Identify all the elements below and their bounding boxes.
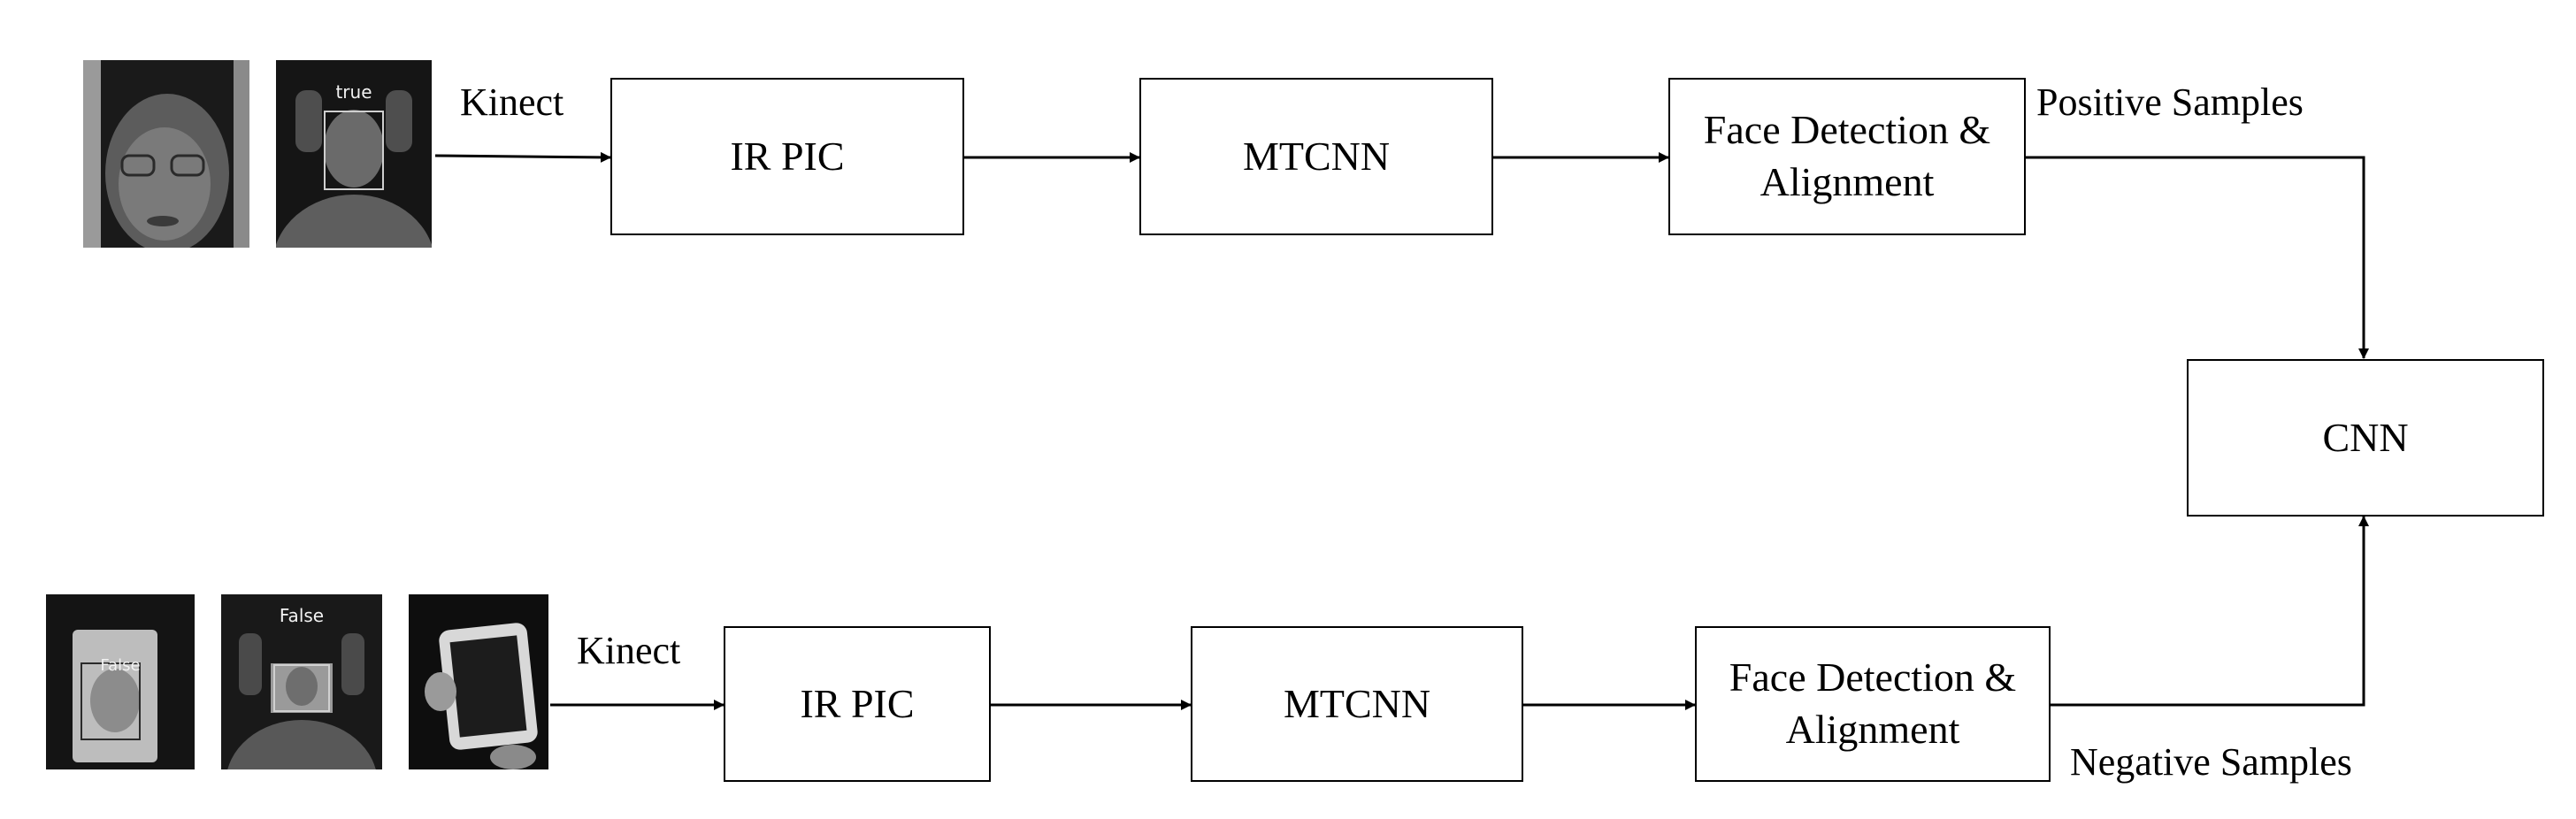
arrow-top-facedet-to-cnn — [2026, 156, 2369, 359]
top-face-detection-box: Face Detection & Alignment — [1668, 78, 2026, 235]
bottom-face-detection-box: Face Detection & Alignment — [1695, 626, 2051, 782]
positive-samples-label: Positive Samples — [2036, 80, 2304, 124]
top-ir-pic-box: IR PIC — [610, 78, 964, 235]
cnn-box: CNN — [2187, 359, 2544, 517]
negative-samples-label: Negative Samples — [2070, 740, 2352, 784]
tablet-screen-spoof-thumbnail — [409, 594, 548, 769]
held-photo-spoof-thumbnail: False — [221, 594, 382, 769]
top-kinect-label: Kinect — [460, 80, 564, 124]
arrow-bottom-facedet-to-cnn — [2051, 516, 2369, 707]
bottom-mtcnn-box: MTCNN — [1191, 626, 1523, 782]
arrow-top-kinect-to-irpic — [434, 151, 611, 163]
ir-face-closeup-thumbnail — [83, 60, 249, 248]
top-mtcnn-box: MTCNN — [1139, 78, 1493, 235]
bottom-ir-pic-box: IR PIC — [724, 626, 991, 782]
ir-person-detected-thumbnail: true — [276, 60, 432, 248]
false-detection-tag-2: False — [279, 605, 325, 626]
printed-photo-spoof-thumbnail: False — [46, 594, 195, 769]
false-detection-tag-1: False — [100, 656, 141, 675]
true-detection-tag: true — [335, 81, 372, 103]
bottom-kinect-label: Kinect — [577, 629, 681, 672]
